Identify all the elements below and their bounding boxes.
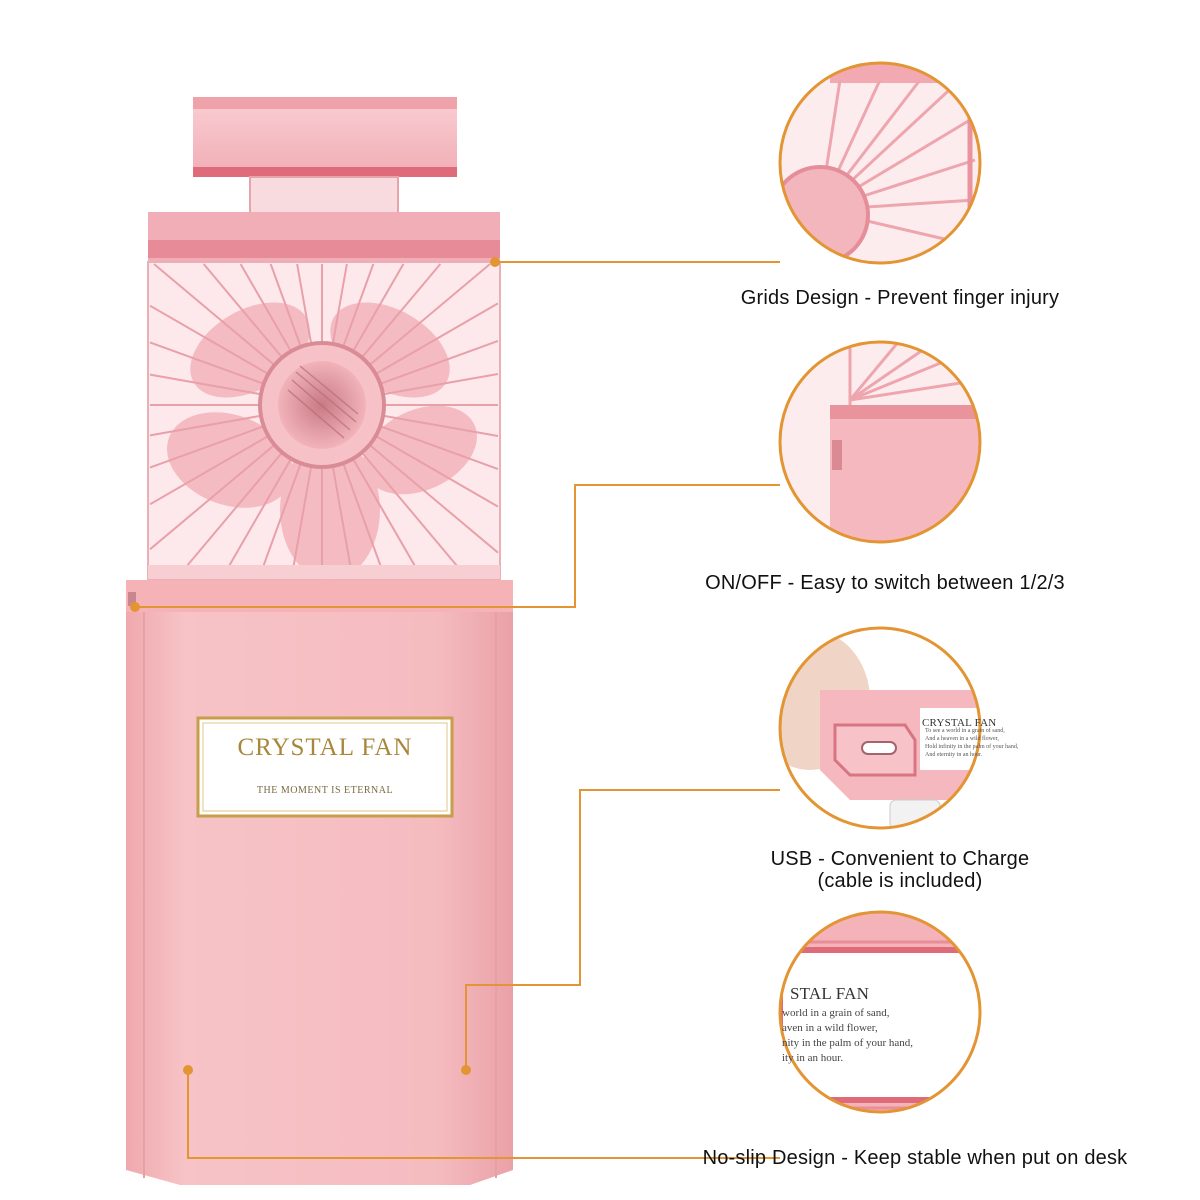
caption-no-slip: No-slip Design - Keep stable when put on… [702,1147,1128,1169]
caption-usb-line2: (cable is included) [817,870,983,892]
cage-spoke [373,434,499,508]
detail-base-view [778,910,982,1114]
cage-spoke [239,263,293,354]
cage-spoke [359,450,468,579]
base-label-line: ity in an hour. [782,1052,844,1064]
cage-spoke [341,263,375,349]
product-label-title: CRYSTAL FAN [237,734,413,761]
usb-label-line: Hold infinity in the palm of your hand, [925,744,1019,750]
base-label-line: world in a grain of sand, [782,1007,890,1019]
usb-port [861,741,897,755]
fan-cap [193,97,457,214]
callout-dot-switch [130,602,140,612]
cage-spoke [149,304,271,376]
cage-spoke [359,263,442,360]
usb-label-text: To see a world in a grain of sand, And a… [925,727,1020,759]
base-label-line: aven in a wild flower, [782,1022,878,1034]
cage-spoke [176,450,285,579]
cage-spoke [367,263,491,368]
caption-grids-design: Grids Design - Prevent finger injury [740,287,1060,309]
usb-label-line: And eternity in an hour. [925,752,983,758]
cage-spoke [221,456,293,579]
cage-spoke [296,263,313,347]
caption-on-off: ON/OFF - Easy to switch between 1/2/3 [705,572,1065,594]
callout-dot-base [183,1065,193,1075]
callout-lines [135,261,780,1159]
usb-label-title: CRYSTAL FAN [922,717,997,729]
base-label-title: STAL FAN [790,984,870,1003]
cage-spoke [380,414,499,438]
cage-spoke [351,263,405,354]
cage-spoke [153,263,277,368]
usb-label-line: To see a world in a grain of sand, [925,728,1005,734]
detail-grid-view [778,61,982,265]
cage-spoke [331,263,348,347]
cage-spoke [149,442,277,551]
cage-spoke [258,461,303,579]
product-label-subtitle: THE MOMENT IS ETERNAL [256,785,394,796]
cage-spoke [149,373,264,396]
fan-body [126,580,513,1185]
base-label-line: nity in the palm of your hand, [782,1037,914,1049]
cage-spoke [378,424,499,470]
cage-spoke [149,414,264,437]
cage-spoke [269,263,303,349]
fan-grid-cage [147,212,501,581]
power-switch [832,440,842,470]
cage-spoke [149,341,266,386]
cage-spoke [378,340,499,386]
usb-label-line: And a heaven in a wild flower, [925,736,999,742]
cage-spoke [373,302,499,376]
caption-usb-line1: USB - Convenient to Charge [770,848,1030,870]
detail-switch-view [778,340,982,544]
product-label [196,716,454,818]
cage-spoke [149,424,266,469]
cage-spoke [367,442,499,554]
cage-spoke [341,461,386,579]
cage-spoke [380,372,499,396]
detail-ring-1 [778,61,982,265]
detail-usb-view [778,626,982,830]
callout-dot-grid [490,257,500,267]
cage-spoke [351,456,423,579]
callout-dot-usb [461,1065,471,1075]
base-label-text: world in a grain of sand, aven in a wild… [782,1006,957,1066]
cage-spoke [202,263,285,360]
cage-spoke [290,463,313,579]
cage-spoke [149,434,271,506]
cage-spoke [331,463,354,579]
